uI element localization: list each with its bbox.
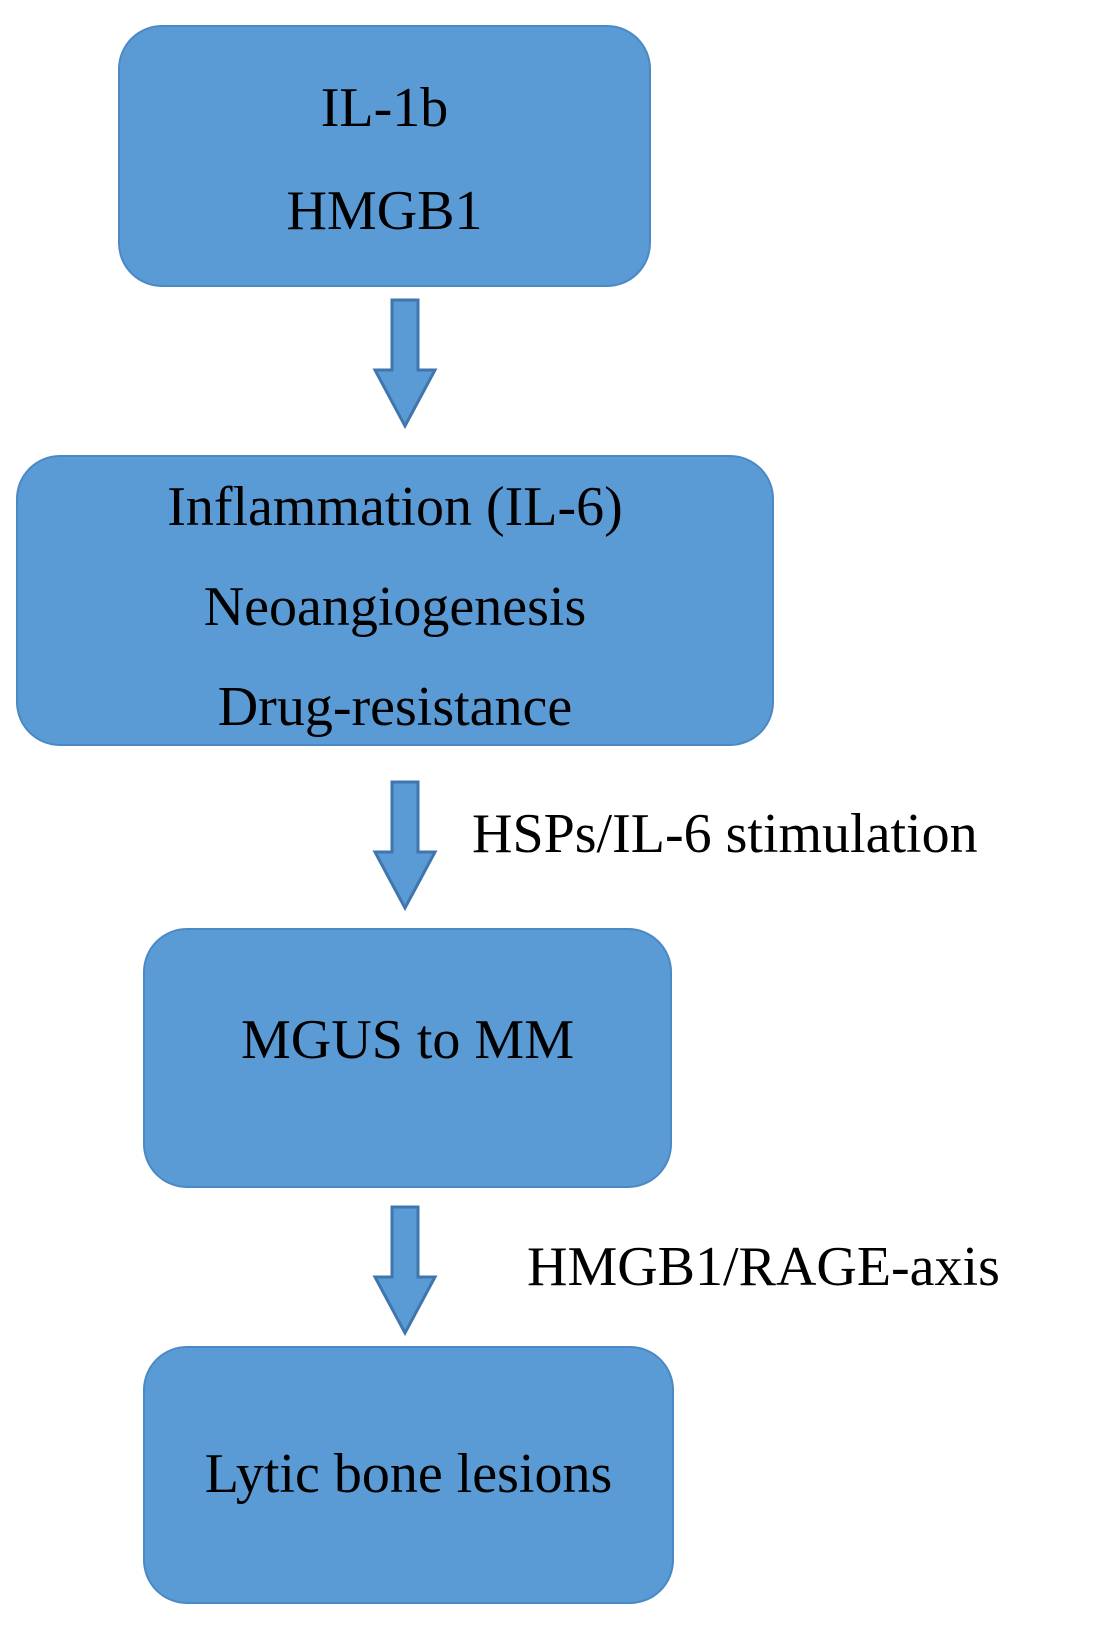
down-arrow-icon [372,1205,438,1337]
flow-node-inflammation: Inflammation (IL-6) Neoangiogenesis Drug… [16,455,774,746]
edge-label-hsps-il6: HSPs/IL-6 stimulation [472,803,978,865]
edge-label-hmgb1-rage: HMGB1/RAGE-axis [527,1236,1000,1298]
down-arrow-icon [372,298,438,430]
down-arrow-icon [372,780,438,912]
flow-node-lytic-bone-lesions: Lytic bone lesions [143,1346,674,1604]
node-line-neoangiogenesis: Neoangiogenesis [203,576,587,638]
node-line-lytic-bone-lesions: Lytic bone lesions [204,1443,613,1505]
flow-node-il1b-hmgb1: IL-1b HMGB1 [118,25,651,287]
node-line-il1b: IL-1b [320,77,449,139]
flow-node-mgus-to-mm: MGUS to MM [143,928,672,1188]
node-line-drug-resistance: Drug-resistance [217,676,573,738]
node-line-mgus-to-mm: MGUS to MM [241,1009,574,1071]
node-line-hmgb1: HMGB1 [286,180,483,242]
node-line-inflammation: Inflammation (IL-6) [167,476,623,538]
